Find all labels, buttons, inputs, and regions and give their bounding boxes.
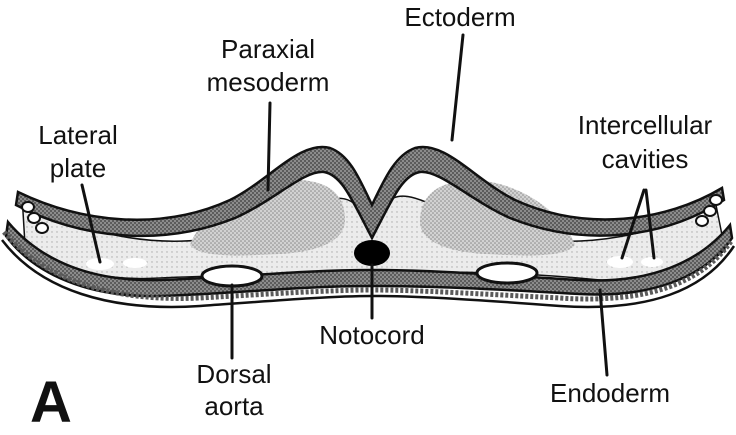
label-intercellular-line2: cavities (602, 144, 689, 174)
notocord-shape (354, 240, 390, 266)
label-intercellular-line1: Intercellular (578, 110, 713, 140)
label-notocord: Notocord (319, 320, 425, 350)
label-endoderm: Endoderm (550, 378, 670, 408)
label-ectoderm: Ectoderm (404, 2, 515, 32)
label-dorsal-line2: aorta (204, 391, 264, 421)
label-dorsal-line1: Dorsal (196, 359, 271, 389)
dorsal-aorta-left (202, 266, 262, 286)
label-paraxial-line1: Paraxial (221, 34, 315, 64)
leader-ectoderm (452, 35, 463, 140)
leader-paraxial (268, 103, 270, 190)
leader-endoderm (600, 290, 607, 375)
dorsal-aorta-right (477, 263, 537, 283)
panel-letter: A (30, 370, 72, 435)
label-lateral-line1: Lateral (38, 120, 118, 150)
label-paraxial-line2: mesoderm (207, 67, 330, 97)
label-lateral-line2: plate (50, 153, 106, 183)
